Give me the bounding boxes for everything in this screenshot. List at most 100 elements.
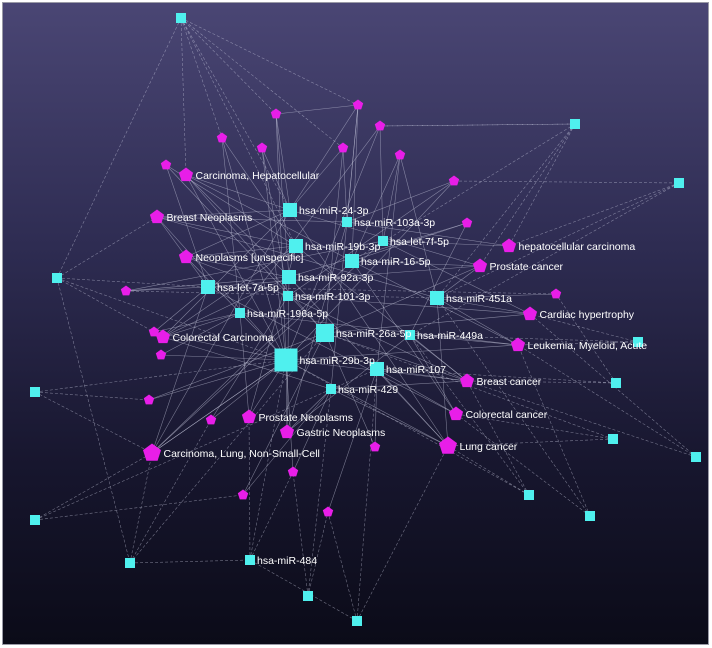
disease-node-breast-cancer[interactable]	[459, 373, 475, 388]
network-edge	[382, 154, 401, 242]
disease-node-prostate-neoplasms[interactable]	[241, 409, 257, 424]
mirna-node-m-tr[interactable]	[570, 119, 580, 129]
disease-node-d-t2[interactable]	[352, 99, 364, 110]
disease-node-d-m1[interactable]	[205, 414, 217, 425]
mirna-node-hsa-mir-196a-5p[interactable]	[235, 308, 245, 318]
mirna-node-hsa-mir-103a-3p[interactable]	[342, 217, 352, 227]
mirna-node-m-r3[interactable]	[608, 434, 618, 444]
network-edge	[151, 359, 287, 454]
network-edge	[56, 17, 182, 279]
mirna-node-m-l1[interactable]	[52, 273, 62, 283]
mirna-node-hsa-mir-29b-3p[interactable]	[274, 348, 298, 372]
network-edge	[261, 147, 287, 361]
mirna-node-hsa-let-7f-5p[interactable]	[378, 236, 388, 246]
disease-node-d-t8[interactable]	[160, 159, 172, 170]
network-edge	[153, 286, 209, 333]
node-label-hsa-mir-16-5p: hsa-miR-16-5p	[361, 256, 431, 268]
network-edge	[56, 216, 158, 279]
network-edge	[287, 295, 468, 382]
network-edge	[517, 341, 639, 346]
mirna-node-hsa-let-7a-5p[interactable]	[201, 280, 215, 294]
network-edge	[436, 297, 591, 517]
mirna-node-m-r4[interactable]	[611, 378, 621, 388]
disease-node-d-r1[interactable]	[550, 288, 562, 299]
mirna-node-m-l3[interactable]	[30, 515, 40, 525]
disease-node-prostate-cancer[interactable]	[472, 258, 488, 273]
network-edge	[185, 209, 291, 258]
disease-node-d-t1[interactable]	[270, 108, 282, 119]
mirna-node-hsa-mir-24-3p[interactable]	[283, 203, 297, 217]
mirna-node-hsa-mir-101-3p[interactable]	[283, 291, 293, 301]
network-edge	[330, 380, 468, 390]
disease-node-d-t3[interactable]	[374, 120, 386, 131]
mirna-node-m-b2[interactable]	[303, 591, 313, 601]
network-edge	[156, 216, 209, 288]
disease-node-neoplasms-unspecific[interactable]	[178, 249, 194, 264]
mirna-node-hsa-mir-26a-5p[interactable]	[316, 324, 334, 342]
mirna-node-hsa-mir-92a-3p[interactable]	[282, 270, 296, 284]
network-edge	[409, 334, 639, 343]
network-edge	[185, 174, 353, 262]
mirna-node-m-r5[interactable]	[633, 337, 643, 347]
network-edge	[376, 368, 468, 382]
disease-node-d-m4[interactable]	[237, 489, 249, 500]
mirna-node-m-b5[interactable]	[585, 511, 595, 521]
mirna-node-hsa-mir-16-5p[interactable]	[345, 254, 359, 268]
disease-node-d-t4[interactable]	[216, 132, 228, 143]
disease-node-breast-neoplasms[interactable]	[149, 209, 165, 224]
disease-node-lung-cancer[interactable]	[439, 436, 457, 454]
mirna-node-m-b1[interactable]	[125, 558, 135, 568]
network-edge	[399, 154, 438, 299]
mirna-node-m-r1[interactable]	[674, 178, 684, 188]
network-edge	[162, 312, 241, 338]
disease-node-colorectal-cancer[interactable]	[448, 406, 464, 421]
mirna-node-hsa-mir-449a[interactable]	[405, 330, 415, 340]
mirna-node-m-r2[interactable]	[691, 452, 701, 462]
disease-node-d-t10[interactable]	[461, 217, 473, 228]
disease-node-d-m5[interactable]	[322, 506, 334, 517]
disease-node-d-t5[interactable]	[256, 142, 268, 153]
disease-node-d-l2[interactable]	[148, 326, 160, 337]
disease-node-gastric-neoplasms[interactable]	[279, 424, 295, 439]
mirna-node-hsa-mir-429[interactable]	[326, 384, 336, 394]
disease-node-leukemia-myeloid-acute[interactable]	[510, 337, 526, 352]
mirna-node-m-l2[interactable]	[30, 387, 40, 397]
node-label-colorectal-cancer: Colorectal cancer	[466, 409, 548, 421]
disease-node-carcinoma-lung-non-small-cell[interactable]	[143, 443, 161, 461]
mirna-node-m-b3[interactable]	[352, 616, 362, 626]
disease-node-d-t6[interactable]	[337, 142, 349, 153]
network-edge	[288, 276, 449, 447]
network-edge	[289, 147, 344, 211]
mirna-node-m-b4[interactable]	[524, 490, 534, 500]
network-edge	[156, 216, 438, 299]
disease-node-hepatocellular-carcinoma[interactable]	[501, 238, 517, 253]
network-edge	[286, 388, 332, 433]
node-label-hsa-mir-451a: hsa-miR-451a	[446, 293, 512, 305]
disease-node-carcinoma-hepatocellular[interactable]	[178, 167, 194, 182]
network-edge	[162, 336, 332, 390]
disease-node-d-m2[interactable]	[369, 441, 381, 452]
disease-node-d-l1[interactable]	[120, 285, 132, 296]
network-edge	[555, 293, 617, 384]
network-edge	[382, 240, 531, 315]
node-label-cardiac-hypertrophy: Cardiac hypertrophy	[540, 309, 635, 321]
network-edge	[346, 180, 455, 223]
disease-node-colorectal-carcinoma[interactable]	[155, 329, 171, 344]
mirna-node-m-top[interactable]	[176, 13, 186, 23]
disease-node-d-t9[interactable]	[448, 175, 460, 186]
network-edge	[436, 293, 557, 299]
network-edge	[287, 180, 455, 297]
mirna-disease-network[interactable]: hsa-miR-24-3phsa-miR-103a-3phsa-let-7f-5…	[3, 3, 708, 644]
disease-node-d-l4[interactable]	[143, 394, 155, 405]
node-label-hepatocellular-carcinoma: hepatocellular carcinoma	[519, 241, 636, 253]
mirna-node-hsa-mir-107[interactable]	[370, 362, 384, 376]
disease-node-cardiac-hypertrophy[interactable]	[522, 306, 538, 321]
disease-node-d-m3[interactable]	[287, 466, 299, 477]
mirna-node-hsa-mir-484[interactable]	[245, 555, 255, 565]
disease-node-d-l3[interactable]	[155, 349, 167, 360]
network-edge	[330, 104, 359, 390]
mirna-node-hsa-mir-19b-3p[interactable]	[289, 239, 303, 253]
mirna-node-hsa-mir-451a[interactable]	[430, 291, 444, 305]
disease-node-d-t7[interactable]	[394, 149, 406, 160]
